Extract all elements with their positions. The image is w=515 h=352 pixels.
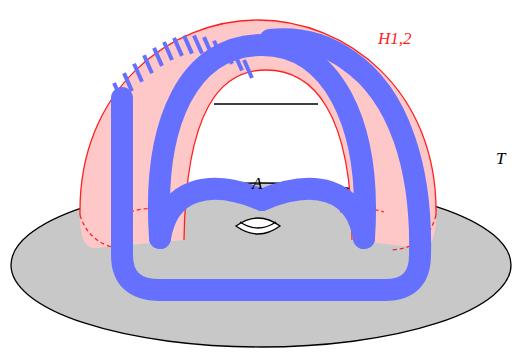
hatch-stroke (124, 73, 132, 91)
handle-fill (80, 20, 436, 248)
hatch-stroke (204, 37, 212, 55)
torus-label: T (496, 150, 505, 167)
hatch-stroke (164, 42, 172, 60)
band-A (122, 39, 420, 290)
hatch-stroke (224, 46, 232, 64)
hatch-stroke (174, 38, 182, 56)
hatch-stroke (234, 52, 242, 70)
handle-inner-edge (184, 70, 352, 240)
hatch-stroke (114, 83, 122, 101)
handle-label: H1,2 (378, 30, 412, 47)
band-hatching (114, 35, 252, 101)
hatch-stroke (244, 60, 252, 78)
hatch-stroke (144, 55, 152, 73)
hatch-stroke (194, 35, 202, 53)
gap-edge (214, 103, 318, 104)
hatch-stroke (154, 48, 162, 66)
torus-hole (236, 218, 280, 234)
band-label: A (252, 175, 262, 192)
hatch-stroke (134, 64, 142, 82)
torus-hole-edge (240, 222, 276, 228)
handle-gap (214, 92, 318, 104)
hatch-stroke (214, 41, 222, 59)
hatch-stroke (184, 36, 192, 54)
